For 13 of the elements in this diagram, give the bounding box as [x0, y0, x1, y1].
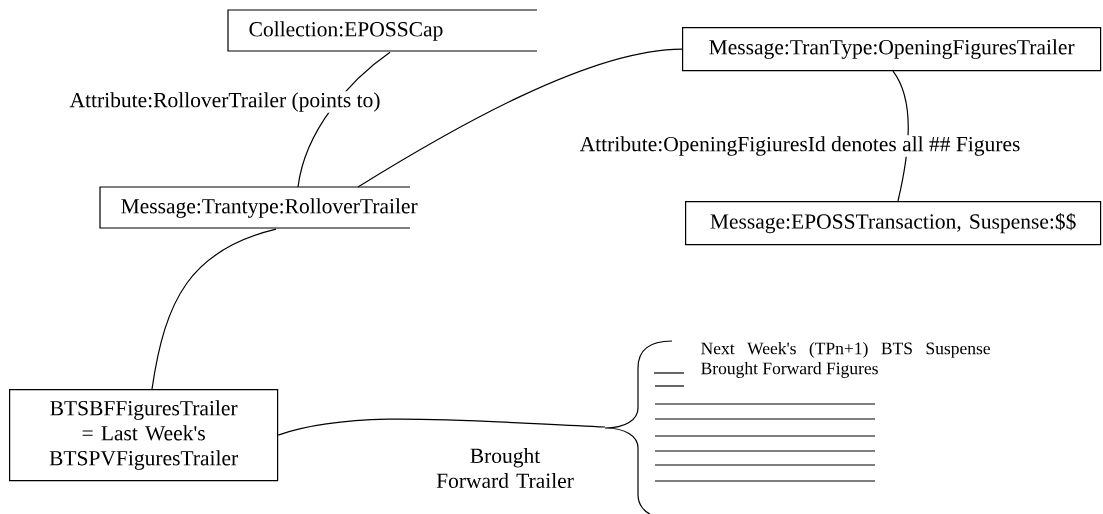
- label-box: Message:Trantype:RolloverTrailer: [99, 186, 418, 229]
- label-box: BTSBFFiguresTrailer = Last Week's BTSPVFiguresTrailer: [9, 389, 279, 482]
- note-text: Next Week's (TPn+1) BTS Suspense Brought Forward Figures: [701, 342, 990, 378]
- connector-line: [151, 228, 277, 390]
- label-box: Collection:EPOSSCap: [227, 9, 538, 52]
- edge-label: Brought Forward Trailer: [429, 446, 581, 490]
- brace-group: [604, 340, 990, 514]
- label-box: Message:TranType:OpeningFiguresTrailer: [682, 27, 1102, 72]
- connector-line: [277, 418, 606, 436]
- edge-label: Attribute:OpeningFigiuresId denotes all ## Figures: [578, 135, 1022, 157]
- label-box: Message:EPOSSTransaction, Suspense:$$: [685, 201, 1102, 246]
- connector-line: [357, 48, 683, 188]
- edge-label: Attribute:RolloverTrailer (points to): [68, 91, 382, 113]
